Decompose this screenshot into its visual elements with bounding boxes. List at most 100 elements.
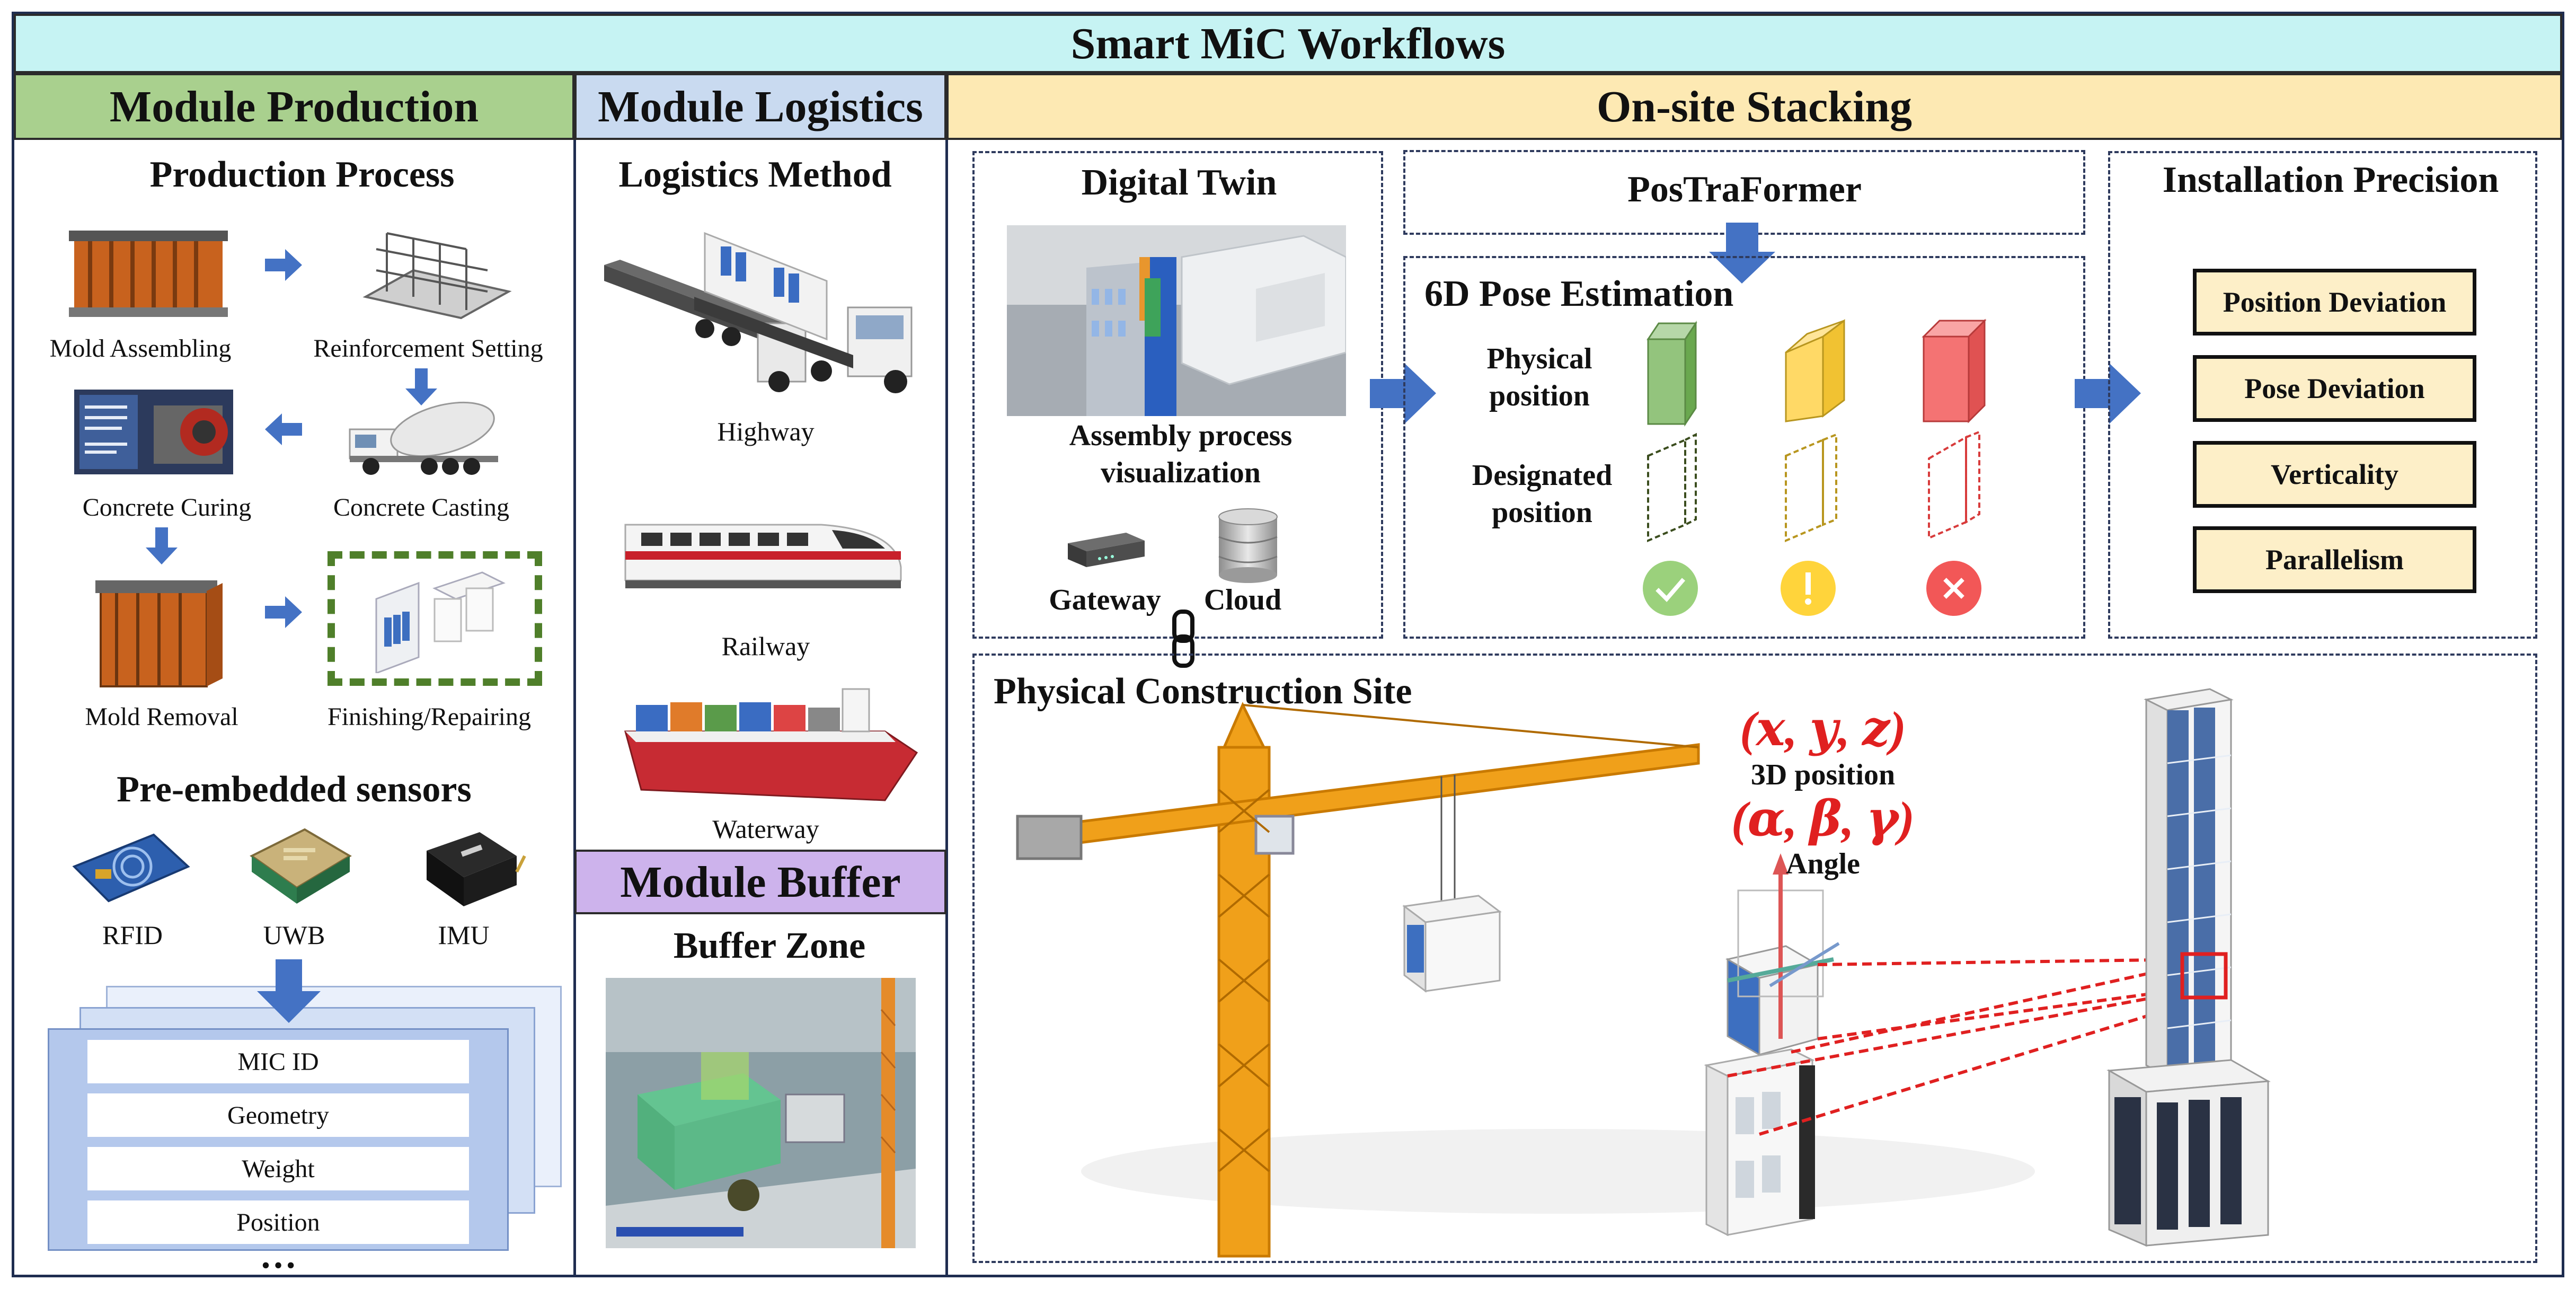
- mold-assembling-image: [69, 231, 228, 317]
- imu-icon: [427, 832, 526, 906]
- cross-icon: [1926, 561, 1981, 616]
- step-mold-assembling: Mold Assembling: [49, 334, 232, 363]
- designated-position-label-line2: position: [1492, 496, 1592, 529]
- production-process-title: Production Process: [149, 154, 455, 195]
- page-title: Smart MiC Workflows: [1070, 19, 1506, 68]
- installation-precision-title: Installation Precision: [2162, 160, 2499, 200]
- outer-frame: [12, 12, 2564, 1277]
- digital-twin-title: Digital Twin: [1081, 162, 1277, 203]
- step-concrete-casting: Concrete Casting: [333, 493, 509, 522]
- pose-estimation-title: 6D Pose Estimation: [1424, 273, 1734, 314]
- designated-position-label-line1: Designated: [1472, 459, 1613, 492]
- precision-pose-deviation: Pose Deviation: [2193, 355, 2476, 422]
- logistics-header: Module Logistics: [574, 73, 946, 140]
- arrow-right-icon: [265, 596, 302, 628]
- rfid-icon: [72, 833, 190, 903]
- construction-site-panel: [972, 654, 2537, 1263]
- gateway-label: Gateway: [1049, 584, 1161, 616]
- step-mold-removal: Mold Removal: [85, 703, 238, 731]
- digital-twin-caption-line2: visualization: [1101, 456, 1261, 489]
- physical-position-label-line2: position: [1489, 379, 1590, 412]
- arrow-down-icon: [405, 368, 437, 405]
- concrete-curing-image: [74, 390, 233, 474]
- arrow-right-icon: [2075, 363, 2141, 424]
- target-module: [1725, 853, 1840, 1056]
- sensor-imu-label: IMU: [438, 920, 490, 950]
- logistics-header-text: Module Logistics: [598, 82, 923, 131]
- check-icon: [1643, 561, 1698, 616]
- column-divider: [945, 140, 948, 1277]
- waterway-ship-image: [624, 688, 918, 801]
- sensor-rfid-label: RFID: [102, 920, 163, 950]
- buffer-header: Module Buffer: [574, 850, 946, 914]
- construction-site-scene: [1016, 688, 2271, 1258]
- arrow-right-icon: [265, 249, 302, 281]
- method-waterway-label: Waterway: [712, 814, 819, 844]
- construction-site-title: Physical Construction Site: [994, 671, 1412, 712]
- precision-position-deviation: Position Deviation: [2193, 269, 2476, 336]
- installation-precision-panel: [2108, 151, 2537, 639]
- mold-removal-image: [95, 580, 223, 687]
- step-concrete-curing: Concrete Curing: [82, 493, 252, 522]
- physical-block-red: [1922, 319, 1987, 423]
- digital-twin-caption-line1: Assembly process: [1069, 419, 1293, 452]
- hanging-module: [1402, 895, 1502, 993]
- partial-building: [1704, 1048, 1815, 1237]
- physical-block-yellow: [1785, 319, 1845, 422]
- step-finishing-repairing: Finishing/Repairing: [327, 703, 531, 731]
- tall-tower: [2106, 688, 2271, 1247]
- field-geometry: Geometry: [87, 1093, 469, 1137]
- link-chain-icon: [1172, 610, 1194, 668]
- digital-twin-render: [1007, 225, 1346, 416]
- angle-label: Angle: [1786, 847, 1860, 880]
- precision-verticality: Verticality: [2193, 441, 2476, 508]
- concrete-casting-image: [349, 401, 498, 475]
- position-label: 3D position: [1750, 758, 1896, 791]
- postraformer-title: PosTraFormer: [1627, 169, 1862, 210]
- title-bar: Smart MiC Workflows: [14, 14, 2562, 73]
- field-weight: Weight: [87, 1147, 469, 1190]
- sensors-title: Pre-embedded sensors: [117, 769, 472, 810]
- field-mic-id: MIC ID: [87, 1040, 469, 1083]
- sensor-uwb-label: UWB: [263, 920, 325, 950]
- arrow-right-icon: [1370, 363, 1436, 424]
- pose-estimation-panel: [1403, 256, 2085, 639]
- step-reinforcement-setting: Reinforcement Setting: [313, 334, 543, 363]
- method-highway-label: Highway: [717, 417, 815, 446]
- fields-ellipsis: …: [260, 1235, 297, 1276]
- field-position: Position: [87, 1200, 469, 1244]
- exclamation-icon: [1781, 561, 1836, 616]
- position-formula: (𝒙, 𝒚, 𝒛): [1740, 702, 1906, 756]
- reinforcement-setting-image: [362, 232, 512, 320]
- angle-formula: (𝜶, 𝜷, 𝜸): [1731, 792, 1915, 846]
- uwb-icon: [250, 828, 352, 904]
- production-header-text: Module Production: [109, 82, 479, 131]
- tower-crane: [1016, 702, 1700, 1258]
- buffer-header-text: Module Buffer: [620, 857, 901, 907]
- physical-block-green: [1646, 321, 1697, 427]
- column-divider: [573, 140, 576, 1277]
- stacking-header: On-site Stacking: [946, 73, 2562, 140]
- physical-position-label-line1: Physical: [1486, 342, 1592, 375]
- designated-block-green: [1647, 432, 1697, 543]
- arrow-down-icon: [146, 527, 178, 564]
- production-header: Module Production: [14, 73, 574, 140]
- stacking-header-text: On-site Stacking: [1596, 82, 1913, 131]
- logistics-method-title: Logistics Method: [618, 154, 892, 195]
- gateway-icon: [1068, 533, 1145, 567]
- railway-train-image: [624, 524, 902, 588]
- precision-parallelism: Parallelism: [2193, 526, 2476, 593]
- method-railway-label: Railway: [721, 631, 810, 661]
- arrow-down-icon: [1709, 223, 1775, 284]
- highway-truck-image: [604, 232, 913, 393]
- designated-block-red: [1928, 430, 1980, 540]
- finishing-repairing-frame: [327, 551, 542, 686]
- buffer-zone-title: Buffer Zone: [673, 925, 866, 966]
- arrow-down-icon: [257, 959, 321, 1023]
- designated-block-yellow: [1785, 433, 1837, 543]
- cloud-label: Cloud: [1203, 584, 1282, 616]
- arrow-left-icon: [265, 413, 302, 445]
- cloud-database-icon: [1218, 508, 1278, 583]
- buffer-zone-image: [606, 978, 916, 1248]
